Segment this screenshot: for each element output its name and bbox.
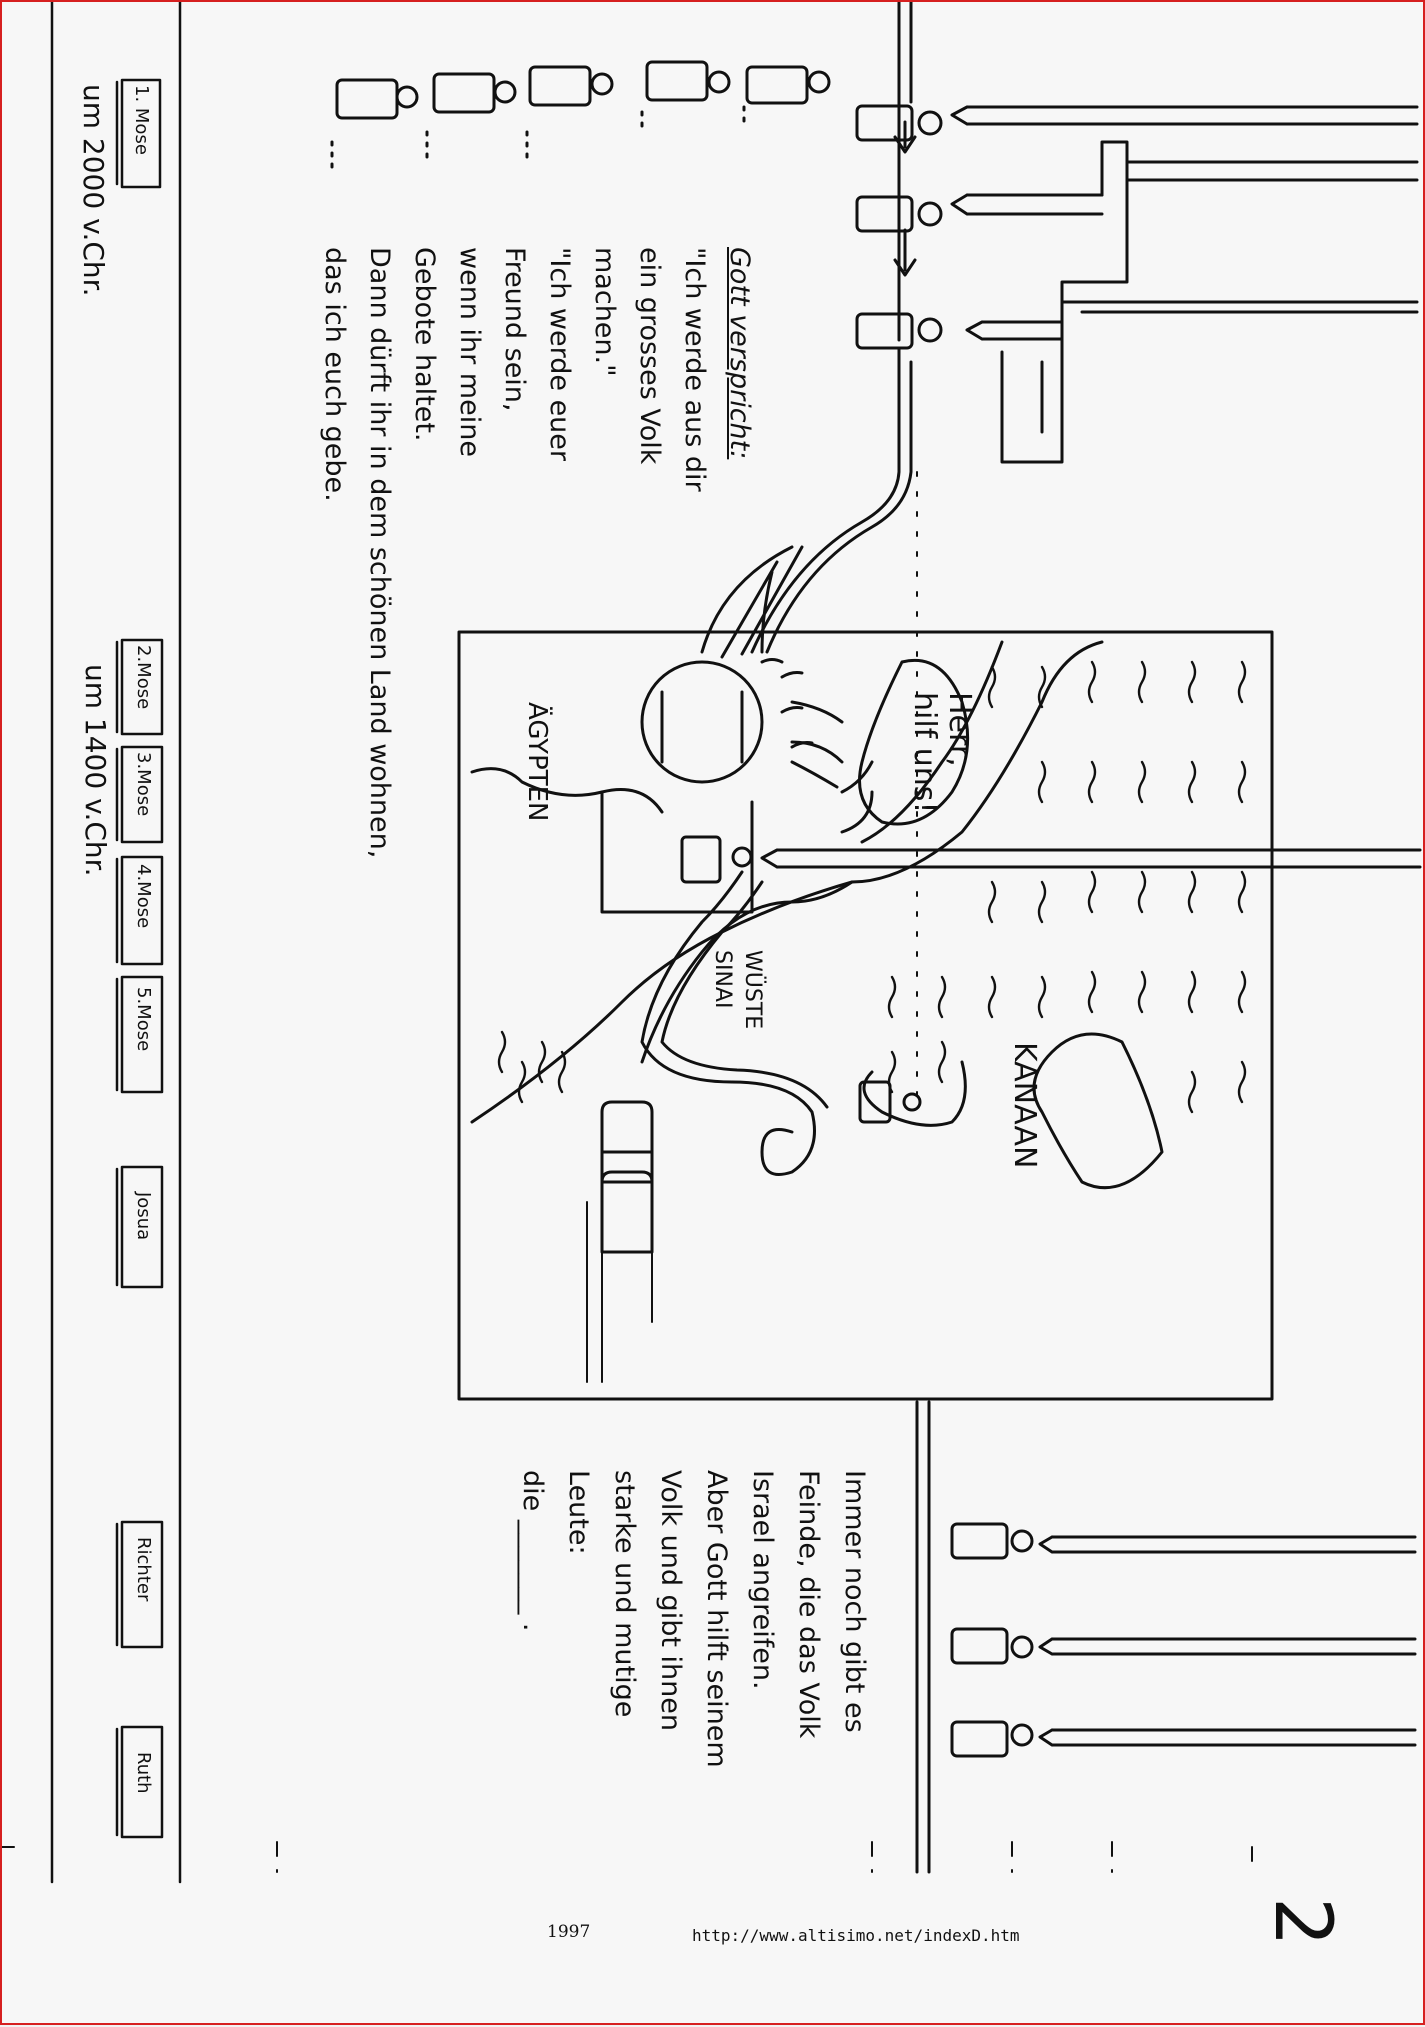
feinde-line: starke und mutige (609, 1470, 640, 1718)
speech-line: hilf uns! (907, 692, 942, 814)
footer-url: http://www.altisimo.net/indexD.htm (692, 1926, 1020, 1945)
page-number: 2 (1257, 1897, 1347, 1947)
arrow-egypt (760, 848, 1422, 869)
exodus-route (640, 870, 816, 1176)
nile-river (470, 767, 664, 814)
speech-bubble (858, 658, 970, 826)
commandment-tablets (600, 1100, 654, 1184)
wueste-line: WÜSTE (740, 950, 765, 1030)
speech-line: Herr, (942, 692, 977, 767)
timeline-rails (50, 2, 182, 1884)
arrow-1 (950, 105, 1419, 126)
speech-text: Herr, hilf uns! (907, 692, 977, 813)
wueste-line: SINAI (710, 950, 735, 1009)
book-label: 1. Mose (131, 85, 152, 155)
book-label: Ruth (133, 1752, 154, 1794)
book-icon (115, 855, 164, 966)
feinde-text: Immer noch gibt es Feinde, die das Volk … (509, 1470, 877, 1768)
book-icon (115, 745, 164, 844)
book-label: 5.Mose (133, 987, 154, 1052)
book-icons (115, 78, 164, 1839)
footer-year: 1997 (547, 1922, 591, 1942)
book-label: 3.Mose (133, 752, 154, 817)
sea-waves (497, 660, 1247, 1114)
book-icon (115, 1165, 164, 1289)
book-label: 2.Mose (133, 645, 154, 710)
book-icon (115, 78, 162, 189)
feinde-line: Leute: (563, 1470, 594, 1555)
promise-line: das ich euch gebe. (319, 247, 350, 502)
arrow-2 (950, 193, 1104, 216)
promise-line: ein grosses Volk (634, 247, 665, 465)
person-figure-bottom (950, 1522, 1034, 1758)
book-icon (115, 1520, 164, 1649)
feinde-line: die _______ . (517, 1470, 548, 1632)
promise-line: Dann dürft ihr in dem schönen Land wohne… (364, 247, 395, 859)
book-icon (115, 975, 164, 1094)
book-icon (115, 1725, 164, 1839)
kanaan-region (1032, 1032, 1164, 1190)
wueste-label: WÜSTE SINAI (707, 950, 767, 1029)
promise-line: "Ich werde aus dir (679, 247, 710, 492)
arrow-3 (965, 320, 1064, 341)
promise-line: machen." (589, 247, 620, 377)
aegypten-label: ÄGYPTEN (522, 702, 552, 822)
book-label: Josua (133, 1192, 154, 1241)
date-2000: um 2000 v.Chr. (77, 84, 110, 297)
kanaan-label: KANAAN (1007, 1042, 1042, 1169)
feinde-line: Israel angreifen. (747, 1470, 778, 1690)
timeline-lower-line (915, 1400, 931, 1874)
book-icon (115, 638, 164, 736)
feinde-line: Volk und gibt ihnen (655, 1470, 686, 1731)
egypt-circle (640, 660, 764, 784)
promise-line: Gebote haltet. (409, 247, 440, 442)
map-frame (457, 630, 1274, 1401)
person-figure-top (855, 104, 943, 350)
feinde-line: Aber Gott hilft seinem (701, 1470, 732, 1768)
book-label: 4.Mose (133, 864, 154, 929)
feinde-line: Immer noch gibt es (839, 1470, 870, 1733)
promise-title: Gott verspricht: (724, 247, 755, 460)
book-label: Richter (133, 1537, 154, 1602)
date-1400: um 1400 v.Chr. (79, 664, 112, 877)
promise-line: wenn ihr meine (454, 247, 485, 457)
feinde-line: Feinde, die das Volk (793, 1470, 824, 1739)
person-figure-list (335, 60, 831, 120)
